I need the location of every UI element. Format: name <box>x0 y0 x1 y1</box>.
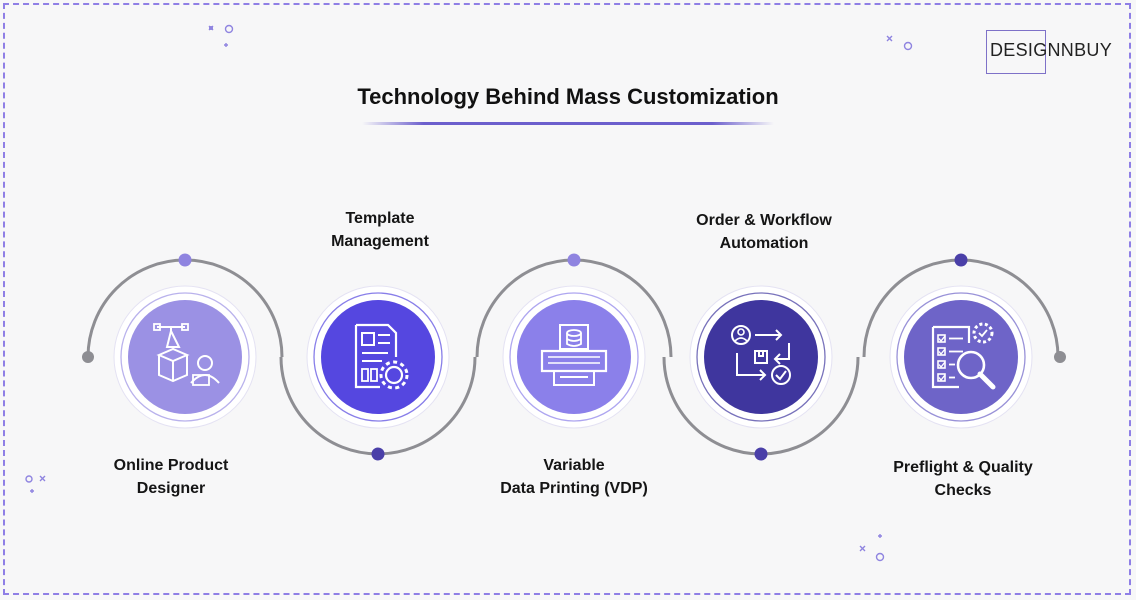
step-thin-ring <box>313 292 443 422</box>
step-node <box>889 285 1033 429</box>
step-thin-ring <box>896 292 1026 422</box>
step-disc <box>128 300 242 414</box>
step-node <box>502 285 646 429</box>
step-connector-dot <box>567 253 581 267</box>
step-thin-ring <box>120 292 250 422</box>
dashed-border <box>3 3 1131 595</box>
track-start-dot <box>82 351 94 363</box>
step-label-variable-data-printing: Variable Data Printing (VDP) <box>454 454 694 500</box>
step-disc <box>321 300 435 414</box>
step-label-line: Automation <box>719 235 809 252</box>
workflow-automation-icon <box>731 325 791 385</box>
step-label-line: Data Printing (VDP) <box>500 480 648 497</box>
step-connector-dot <box>371 447 385 461</box>
quality-check-icon <box>931 322 996 390</box>
step-node <box>689 285 833 429</box>
step-label-preflight-quality-checks: Preflight & Quality Checks <box>843 456 1083 502</box>
title-underline <box>362 122 774 125</box>
step-thin-ring <box>696 292 826 422</box>
template-gear-icon <box>354 323 409 390</box>
step-node <box>306 285 450 429</box>
step-label-line: Preflight & Quality <box>893 459 1033 476</box>
step-label-line: Order & Workflow <box>696 212 832 229</box>
step-thin-ring <box>509 292 639 422</box>
step-label-line: Online Product <box>113 457 229 474</box>
step-label-order-workflow-automation: Order & Workflow Automation <box>644 209 884 255</box>
step-connector-dot <box>754 447 768 461</box>
sparkle-decoration-bottom-right <box>859 534 885 562</box>
brand-logo-box <box>986 30 1046 74</box>
page-title: Technology Behind Mass Customization <box>357 84 779 109</box>
brand-logo-text: DESIGNNBUY <box>990 40 1113 60</box>
step-label-line: Template <box>345 210 415 227</box>
track-end-dot <box>1054 351 1066 363</box>
step-label-template-management: Template Management <box>260 207 500 253</box>
step-label-line: Checks <box>934 482 992 499</box>
step-label-line: Variable <box>543 457 605 474</box>
step-connector-dot <box>178 253 192 267</box>
step-node <box>113 285 257 429</box>
product-designer-icon <box>153 323 220 386</box>
step-label-line: Designer <box>136 480 206 497</box>
step-connector-dot <box>954 253 968 267</box>
step-label-online-product-designer: Online Product Designer <box>51 454 291 500</box>
sparkle-decoration-top-left <box>208 24 234 47</box>
step-label-line: Management <box>331 233 429 250</box>
sparkle-decoration-top-right <box>886 35 913 51</box>
printer-database-icon <box>540 324 608 386</box>
sparkle-decoration-left <box>25 475 46 493</box>
